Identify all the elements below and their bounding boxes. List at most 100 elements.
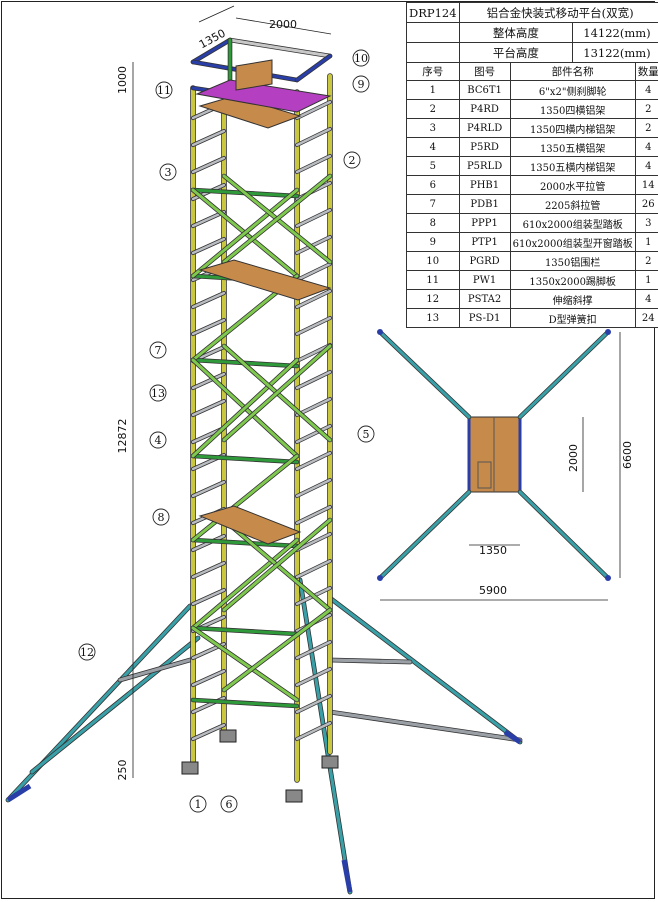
platform-height-label: 平台高度 <box>458 42 574 63</box>
cell-no: 8 <box>406 213 460 233</box>
frame-rung <box>295 262 332 282</box>
cell-part: PSTA2 <box>458 289 511 309</box>
guardrail-rail <box>191 38 232 64</box>
col-header-part: 图号 <box>458 62 511 81</box>
balloon-number: 4 <box>155 434 162 447</box>
balloon-5 <box>357 425 375 443</box>
frame-rung <box>295 127 332 147</box>
cell-no: 13 <box>406 308 460 328</box>
frame-rung <box>295 370 332 390</box>
cell-name: 610x2000组装型开窗踏板 <box>509 232 636 252</box>
platform-deck <box>198 505 302 545</box>
casters <box>181 729 339 803</box>
dim-caster-height: 250 <box>116 760 129 781</box>
stabilizer-foot <box>6 783 32 803</box>
frame-rung <box>295 721 332 741</box>
frame-rung <box>295 532 332 552</box>
frame-rung <box>191 291 226 309</box>
col-header-no: 序号 <box>406 62 460 81</box>
balloon-10 <box>352 49 370 67</box>
model-code: DRP124 <box>406 2 460 23</box>
balloon-number: 6 <box>226 798 233 811</box>
plan-hatch <box>477 461 492 489</box>
diagonal-brace <box>191 188 299 278</box>
frame-rung <box>295 208 332 228</box>
balloon-13 <box>149 384 167 402</box>
cell-no: 2 <box>406 99 460 119</box>
cell-qty: 14 <box>634 175 658 195</box>
caster-wheel <box>219 729 237 743</box>
caster-wheel <box>181 761 199 775</box>
balloon-number: 7 <box>155 344 162 357</box>
frame-rung <box>295 343 332 363</box>
diagonal-brace <box>222 518 332 612</box>
plan-stabilizer <box>518 330 610 419</box>
cell-name: 2000水平拉管 <box>509 175 636 195</box>
horizontal-tube <box>191 626 299 636</box>
frame-rung <box>191 561 226 579</box>
cell-part: PPP1 <box>458 213 511 233</box>
diagonal-brace <box>191 358 299 458</box>
frame-rung <box>191 480 226 498</box>
frame-rung <box>191 237 226 255</box>
frame-rung <box>295 289 332 309</box>
balloon-1 <box>189 795 207 813</box>
stabilizer-tube <box>328 710 522 742</box>
dim-length-side: 2000 <box>269 18 297 31</box>
horizontal-tube <box>191 538 299 548</box>
cell-name: 1350x2000踢脚板 <box>509 270 636 290</box>
balloon-number: 10 <box>354 52 368 65</box>
plan-stabilizer <box>518 490 610 580</box>
dim-plan-frame-length: 2000 <box>567 444 580 472</box>
balloon-11 <box>155 81 173 99</box>
frame-rung <box>295 559 332 579</box>
cell-part: PW1 <box>458 270 511 290</box>
cell-part: P5RLD <box>458 156 511 176</box>
balloon-12 <box>78 643 96 661</box>
frame-rung <box>295 451 332 471</box>
frame-rung <box>295 235 332 255</box>
balloon-number: 9 <box>358 78 365 91</box>
diagonal-brace <box>222 174 332 264</box>
cell-no: 1 <box>406 80 460 100</box>
cell-part: P5RD <box>458 137 511 157</box>
balloon-9 <box>352 75 370 93</box>
cell-no: 5 <box>406 156 460 176</box>
cell-name: D型弹簧扣 <box>509 308 636 328</box>
cell-no: 10 <box>406 251 460 271</box>
dim-platform-height: 12872 <box>116 419 129 454</box>
overall-height-value: 14122(mm) <box>572 22 658 43</box>
stabilizer-tube <box>30 636 200 774</box>
balloon-3 <box>159 163 177 181</box>
cell-qty: 4 <box>634 289 658 309</box>
balloon-number: 11 <box>157 84 171 97</box>
frame-rung <box>295 667 332 687</box>
cell-name: 1350五横铝架 <box>509 137 636 157</box>
col-header-qty: 数量 <box>634 62 658 81</box>
cell-no: 6 <box>406 175 460 195</box>
caster-wheel <box>321 755 339 769</box>
stabilizer-foot <box>341 859 353 893</box>
cell-name: 1350四横内梯铝架 <box>509 118 636 138</box>
balloon-6 <box>220 795 238 813</box>
cell-qty: 24 <box>634 308 658 328</box>
frame-rung <box>191 723 226 741</box>
trapdoor-hatch <box>235 59 273 91</box>
cell-qty: 1 <box>634 232 658 252</box>
cell-qty: 3 <box>634 213 658 233</box>
diagonal-brace <box>191 538 299 630</box>
frame-rung <box>295 316 332 336</box>
stabilizer-tube <box>298 578 352 894</box>
frame-rung <box>295 478 332 498</box>
guardrail-rail <box>228 38 332 58</box>
dim-guardrail-height: 1000 <box>116 66 129 94</box>
dimension-line <box>198 5 235 23</box>
cell-qty: 1 <box>634 270 658 290</box>
plan-stabilizer-foot <box>605 329 611 335</box>
